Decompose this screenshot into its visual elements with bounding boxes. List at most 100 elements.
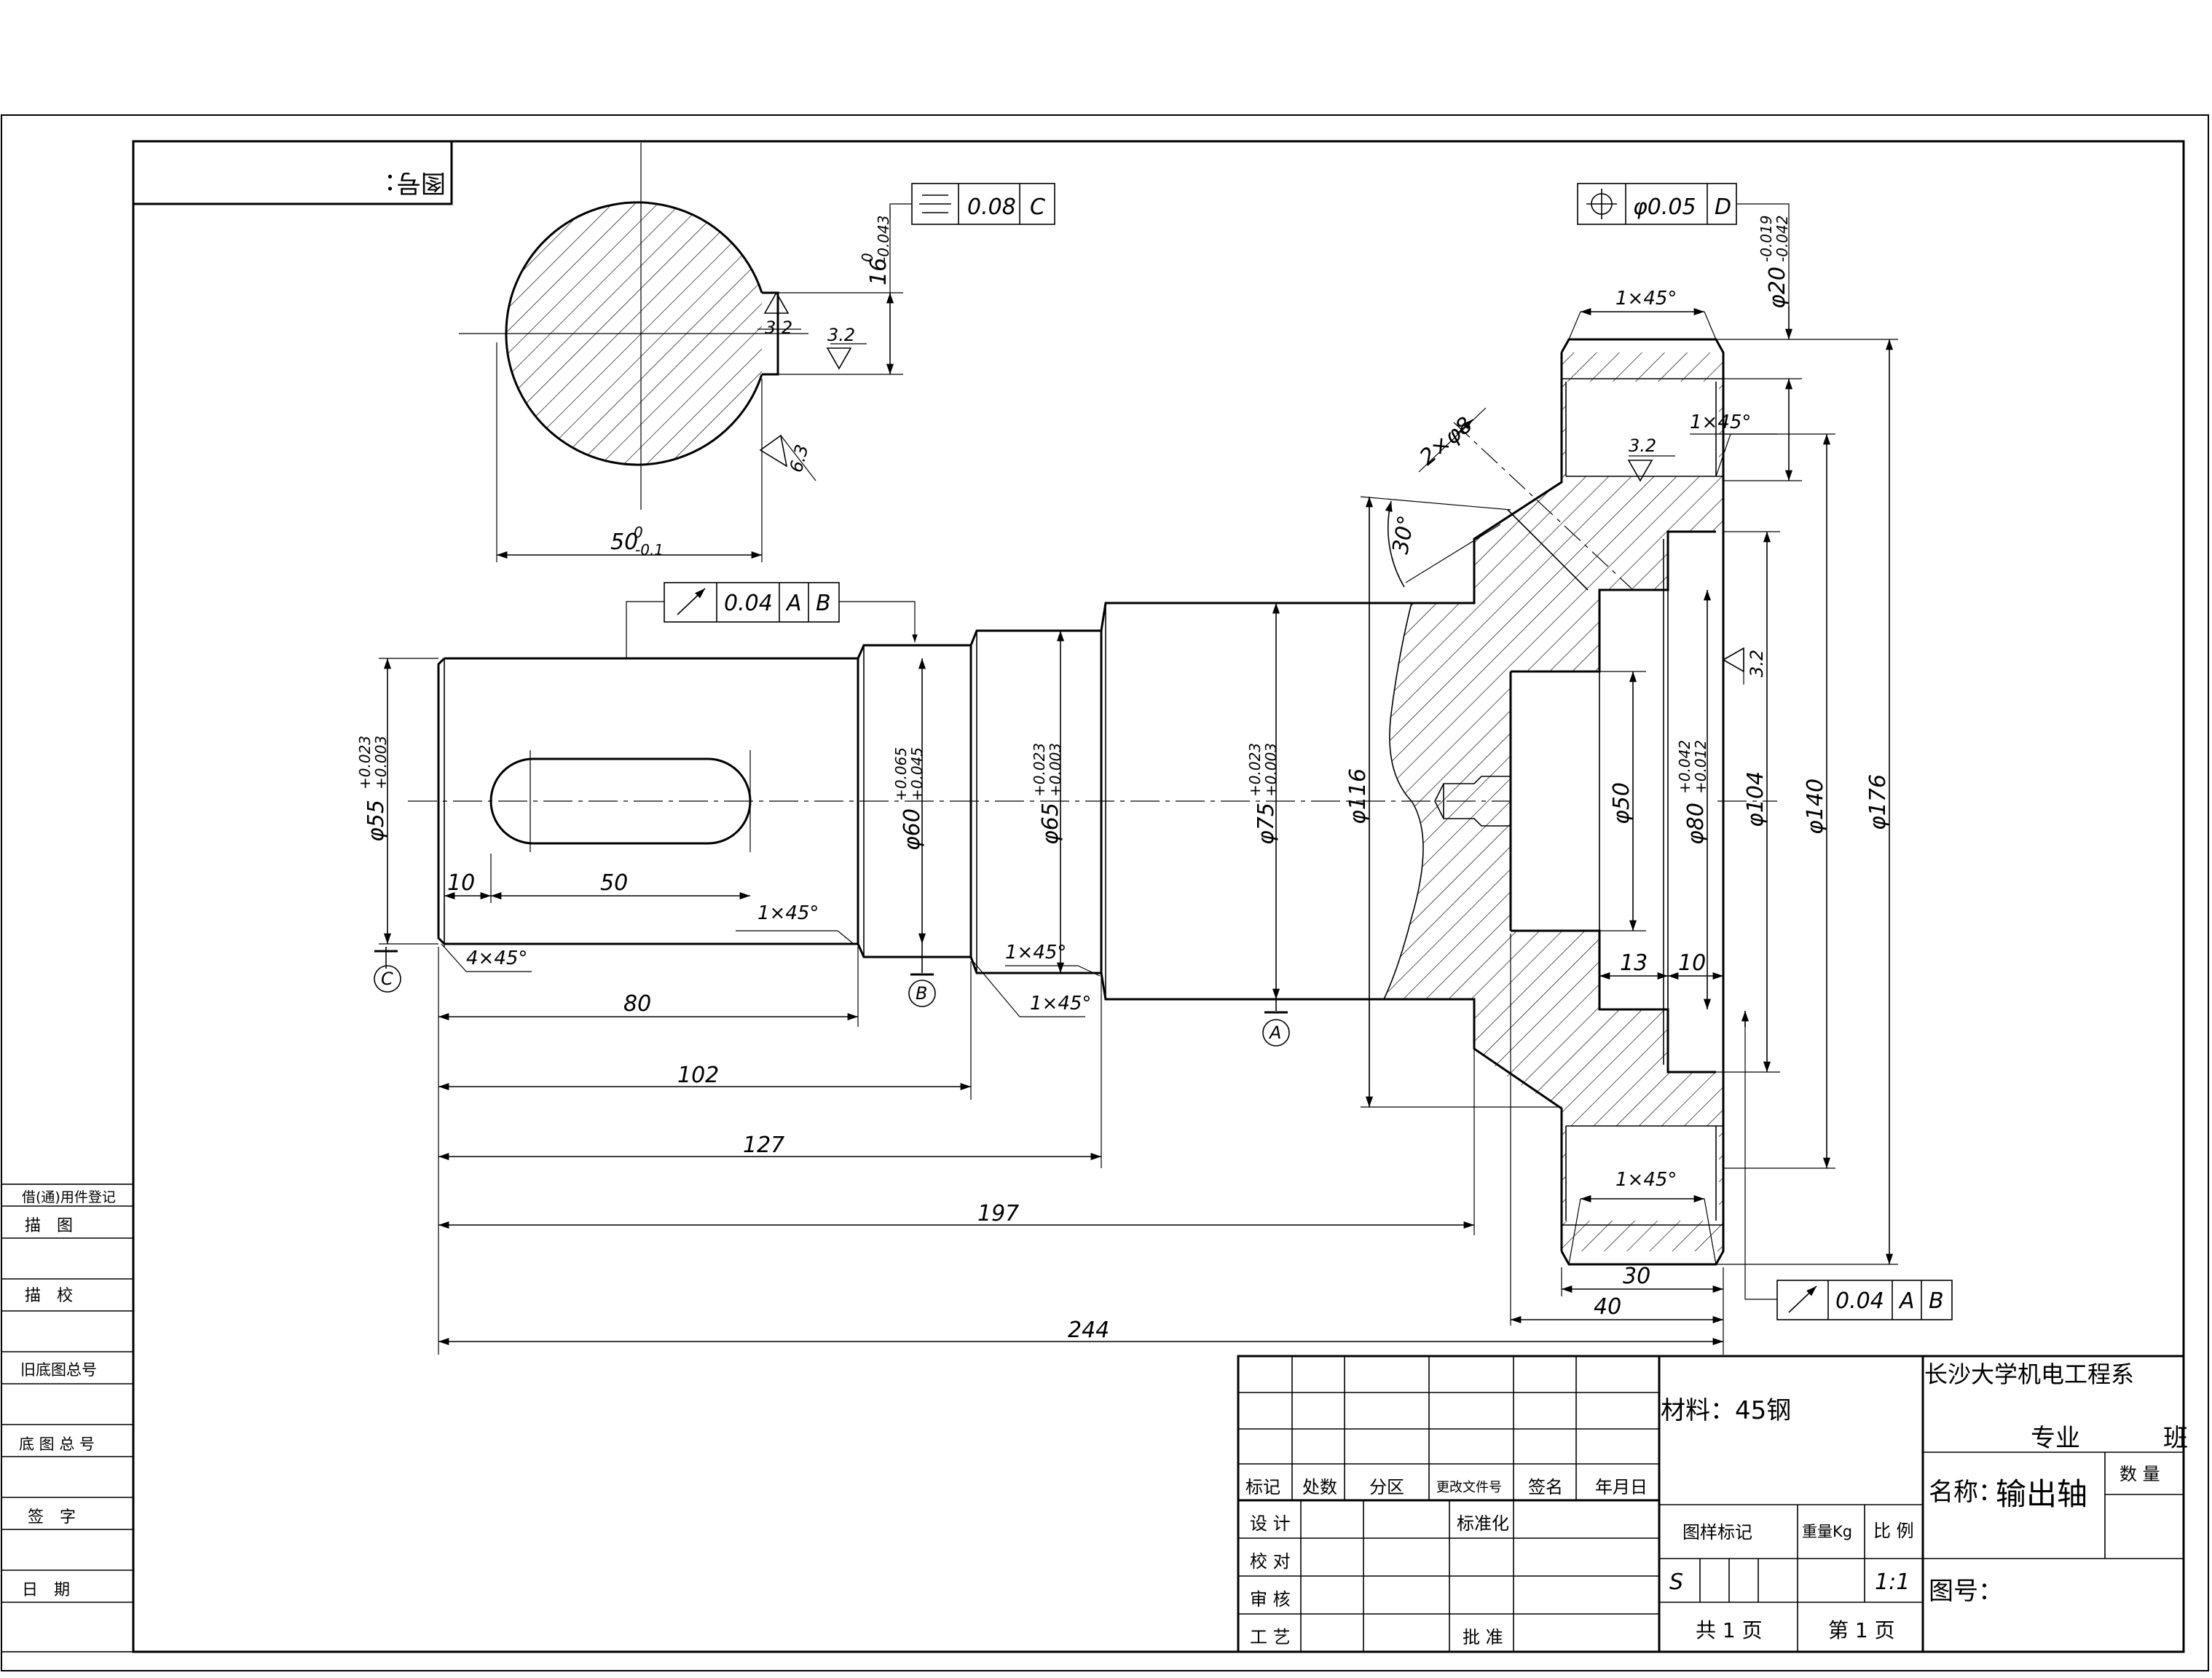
side-r1: 借(通)用件登记 bbox=[22, 1189, 116, 1205]
len-13: 13 bbox=[1620, 950, 1648, 976]
tb-name: 输出轴 bbox=[1996, 1476, 2087, 1512]
tb-school: 长沙大学机电工程系 bbox=[1924, 1360, 2134, 1388]
fcf-sym-val: 0.08 bbox=[967, 194, 1016, 220]
rev-h1: 处数 bbox=[1302, 1477, 1337, 1497]
d55: φ55 bbox=[363, 800, 389, 842]
d75-lo: +0.003 bbox=[1262, 743, 1280, 797]
fcf-pos-ref: D bbox=[1715, 194, 1731, 220]
tb-mark: 图样标记 bbox=[1682, 1522, 1752, 1543]
shaft-main-view bbox=[408, 338, 1777, 1266]
rough-32c: 3.2 bbox=[1629, 436, 1656, 456]
d60-up: +0.065 bbox=[892, 747, 910, 801]
chamfer-1e: 1×45° bbox=[1690, 411, 1751, 433]
fcf-r2-ref1: A bbox=[1898, 1288, 1915, 1314]
chamfer-1b: 1×45° bbox=[1005, 942, 1066, 964]
fcf-r1-ref2: B bbox=[816, 591, 831, 616]
fcf-runout-1: 0.04 A B bbox=[626, 582, 918, 658]
d176: φ176 bbox=[1865, 774, 1891, 830]
d80-lo: +0.012 bbox=[1692, 740, 1709, 794]
chamfer-1f: 1×45° bbox=[1615, 1169, 1677, 1191]
fcf-r2-val: 0.04 bbox=[1835, 1288, 1884, 1314]
holes: 2×φ8 bbox=[1415, 412, 1478, 470]
d50: φ50 bbox=[1609, 782, 1634, 824]
len-197: 197 bbox=[977, 1201, 1019, 1226]
len-50: 50 bbox=[600, 870, 628, 896]
sec-depth-tol0: 0 bbox=[634, 524, 643, 541]
inner-frame bbox=[132, 140, 2185, 1653]
d80-up: +0.042 bbox=[1676, 740, 1693, 794]
sec-depth-tol: -0.1 bbox=[635, 541, 664, 559]
shaft-dimensions: φ55 +0.023 +0.003 C 4×45° 10 50 1×45° φ6… bbox=[356, 582, 1724, 1355]
len-10: 10 bbox=[447, 870, 475, 896]
side-r2: 描 图 bbox=[25, 1217, 73, 1235]
tb-process: 工 艺 bbox=[1250, 1627, 1291, 1647]
fcf-pos-val: φ0.05 bbox=[1633, 194, 1696, 220]
tb-standard: 标准化 bbox=[1457, 1513, 1509, 1534]
d60-lo: +0.045 bbox=[908, 747, 926, 801]
len-244: 244 bbox=[1068, 1317, 1109, 1343]
tb-major: 专业 bbox=[2031, 1424, 2080, 1453]
rough-32a: 3.2 bbox=[765, 318, 792, 338]
fcf-r2-ref2: B bbox=[1929, 1288, 1944, 1314]
tb-approve: 批 准 bbox=[1463, 1627, 1503, 1647]
tb-review: 审 核 bbox=[1250, 1589, 1291, 1610]
section-view: 50 0 -0.1 16 0 -0.043 3.2 3.2 6.3 0.08 bbox=[459, 143, 1055, 562]
rev-h2: 分区 bbox=[1369, 1477, 1404, 1497]
d104: φ104 bbox=[1743, 771, 1768, 827]
key-w-tol0: 0 bbox=[859, 253, 876, 262]
corner-drawing-no: 图号： bbox=[371, 168, 446, 197]
fcf-sym-ref: C bbox=[1030, 194, 1045, 220]
d65: φ65 bbox=[1038, 803, 1063, 845]
rough-32d: 3.2 bbox=[1747, 650, 1767, 677]
d65-lo: +0.003 bbox=[1047, 743, 1064, 797]
len-127: 127 bbox=[743, 1133, 784, 1158]
tb-name-label: 名称： bbox=[1929, 1478, 2003, 1507]
d75: φ75 bbox=[1253, 803, 1279, 845]
rev-h4: 签名 bbox=[1528, 1477, 1563, 1497]
d20-lo: -0.042 bbox=[1774, 216, 1791, 262]
outer-border bbox=[1, 114, 2209, 1671]
side-r6: 签 字 bbox=[28, 1508, 76, 1527]
len-10b: 10 bbox=[1678, 950, 1706, 976]
tb-drawing-no: 图号： bbox=[1929, 1577, 2003, 1606]
tb-material: 材料：45钢 bbox=[1661, 1396, 1791, 1425]
angle-30: 30° bbox=[1388, 513, 1420, 556]
datum-b: B bbox=[916, 983, 927, 1004]
chamfer-1a: 1×45° bbox=[757, 902, 819, 924]
rough-32b: 3.2 bbox=[827, 325, 855, 345]
tb-qty: 数 量 bbox=[2119, 1464, 2160, 1484]
rev-h0: 标记 bbox=[1245, 1477, 1280, 1497]
tb-page: 第 1 页 bbox=[1828, 1618, 1895, 1642]
datum-a: A bbox=[1268, 1023, 1281, 1043]
d65-up: +0.023 bbox=[1031, 743, 1048, 797]
datum-c: C bbox=[381, 969, 393, 989]
chamfer-1d: 1×45° bbox=[1615, 288, 1677, 310]
sec-depth-value: 50 bbox=[610, 529, 638, 555]
tb-weight: 重量Kg bbox=[1802, 1523, 1852, 1540]
side-r4: 旧底图总号 bbox=[20, 1361, 97, 1379]
d55-up: +0.023 bbox=[356, 736, 374, 789]
fcf-r1-val: 0.04 bbox=[724, 591, 773, 616]
chamfer-4: 4×45° bbox=[466, 948, 527, 969]
title-block: 标记 处数 分区 更改文件号 签名 年月日 设 计 校 对 审 核 工 艺 标准… bbox=[1237, 1355, 2188, 1653]
tb-total: 共 1 页 bbox=[1696, 1618, 1763, 1642]
d75-up: +0.023 bbox=[1246, 743, 1264, 797]
key-w-value: 16 bbox=[866, 258, 892, 285]
tb-scale-label: 比 例 bbox=[1873, 1521, 1914, 1541]
d116: φ116 bbox=[1345, 768, 1371, 824]
d80: φ80 bbox=[1683, 803, 1709, 845]
tb-s: S bbox=[1669, 1569, 1683, 1595]
len-40: 40 bbox=[1594, 1294, 1621, 1320]
d140: φ140 bbox=[1803, 779, 1828, 835]
key-w-tol: -0.043 bbox=[875, 216, 892, 262]
rev-h3: 更改文件号 bbox=[1436, 1480, 1502, 1495]
tb-check: 校 对 bbox=[1250, 1551, 1291, 1572]
side-panel: 借(通)用件登记 描 图 描 校 旧底图总号 底 图 总 号 签 字 日 期 bbox=[1, 1183, 134, 1653]
fcf-symmetry: 0.08 C bbox=[889, 183, 1055, 225]
tb-scale: 1:1 bbox=[1875, 1569, 1910, 1595]
len-80: 80 bbox=[623, 991, 651, 1017]
fcf-runout-2: 0.04 A B bbox=[1741, 1011, 1953, 1320]
side-r7: 日 期 bbox=[22, 1581, 70, 1599]
tb-class: 班 bbox=[2163, 1424, 2188, 1453]
